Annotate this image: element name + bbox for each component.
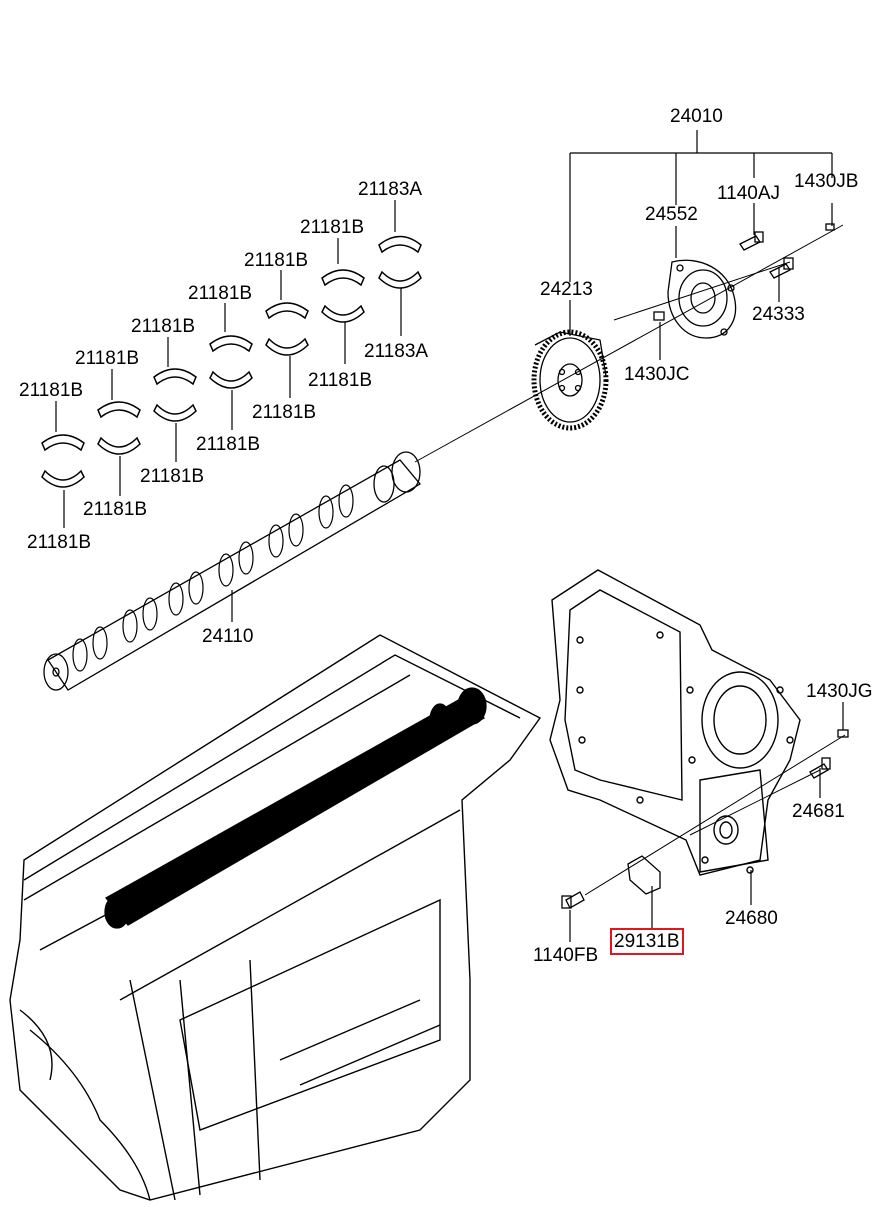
- label-24680: 24680: [725, 908, 778, 929]
- label-21181b-7: 21181B: [308, 370, 373, 391]
- front-plate: [549, 569, 801, 876]
- label-24010: 24010: [670, 106, 723, 127]
- label-21181b-4: 21181B: [131, 316, 196, 337]
- axis-lines: [414, 224, 846, 896]
- leader-lines: [55, 130, 844, 942]
- label-21181b-11: 21181B: [83, 499, 148, 520]
- bolt-24333: [769, 257, 794, 279]
- installed-camshaft: [104, 687, 487, 929]
- label-21181b-6: 21181B: [19, 380, 84, 401]
- label-21183a-upper: 21183A: [358, 179, 423, 200]
- cam-gear: [531, 329, 609, 431]
- pin-1430jb: [825, 223, 835, 231]
- label-21183a-lower: 21183A: [364, 341, 429, 362]
- label-29131b-highlighted[interactable]: 29131B: [610, 928, 684, 955]
- label-24681: 24681: [792, 801, 845, 822]
- label-21181b-3: 21181B: [188, 283, 253, 304]
- bolt-1140aj: [739, 231, 764, 251]
- label-1430jb: 1430JB: [794, 171, 859, 192]
- pin-1430jc: [653, 311, 665, 321]
- label-21181b-12: 21181B: [27, 532, 92, 553]
- bolt-1140fb: [561, 891, 585, 909]
- label-24552: 24552: [645, 204, 698, 225]
- label-1430jg: 1430JG: [806, 681, 873, 702]
- label-21181b-5: 21181B: [75, 348, 140, 369]
- label-21181b-9: 21181B: [196, 434, 261, 455]
- label-21181b-10: 21181B: [140, 466, 205, 487]
- pin-1430jg: [837, 729, 849, 738]
- label-24333: 24333: [752, 304, 805, 325]
- label-1140fb: 1140FB: [533, 945, 599, 966]
- label-1140aj: 1140AJ: [717, 183, 781, 204]
- label-24110: 24110: [202, 626, 254, 647]
- bearing-shells: [41, 235, 422, 488]
- label-1430jc: 1430JC: [624, 364, 690, 385]
- gasket-29131b: [627, 855, 661, 895]
- camshaft: [43, 451, 421, 691]
- bolt-24681: [809, 757, 831, 779]
- label-21181b-2: 21181B: [244, 250, 309, 271]
- label-21181b-1: 21181B: [300, 217, 365, 238]
- label-21181b-8: 21181B: [252, 402, 317, 423]
- timing-plate: [667, 259, 737, 339]
- label-24213: 24213: [540, 279, 593, 300]
